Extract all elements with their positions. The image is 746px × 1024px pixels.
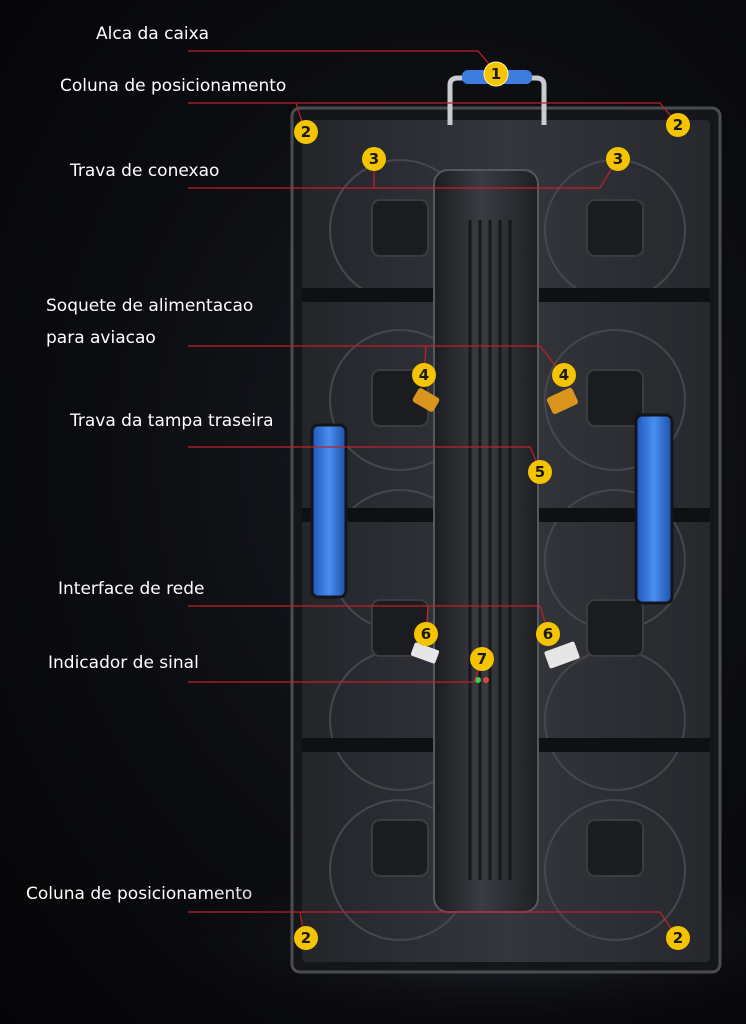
label-connection-lock: Trava de conexao bbox=[70, 161, 220, 181]
signal-led-green bbox=[475, 677, 481, 683]
badge-3-right: 3 bbox=[606, 147, 630, 171]
svg-text:3: 3 bbox=[613, 150, 623, 168]
svg-text:2: 2 bbox=[301, 123, 311, 141]
badge-2-top-right: 2 bbox=[666, 113, 690, 137]
badge-6-right: 6 bbox=[536, 622, 560, 646]
label-positioning-top: Coluna de posicionamento bbox=[60, 76, 287, 96]
network-port-right bbox=[544, 641, 580, 669]
badge-7: 7 bbox=[470, 647, 494, 671]
label-network-interface: Interface de rede bbox=[58, 579, 205, 599]
svg-text:1: 1 bbox=[491, 65, 501, 83]
label-signal-indicator: Indicador de sinal bbox=[48, 653, 199, 673]
svg-text:7: 7 bbox=[477, 650, 487, 668]
badge-2-bottom-right: 2 bbox=[666, 926, 690, 950]
signal-led-red bbox=[483, 677, 489, 683]
side-handle-right bbox=[634, 413, 674, 605]
badge-4-right: 4 bbox=[552, 363, 576, 387]
module-blocks bbox=[371, 199, 644, 877]
control-box bbox=[433, 169, 539, 913]
network-port-left bbox=[410, 642, 440, 664]
led-cabinet bbox=[290, 70, 722, 974]
svg-text:6: 6 bbox=[543, 625, 553, 643]
badge-5: 5 bbox=[528, 460, 552, 484]
svg-text:2: 2 bbox=[673, 929, 683, 947]
label-power-socket-line2: para aviacao bbox=[46, 328, 156, 349]
label-handle: Alca da caixa bbox=[96, 24, 210, 44]
badge-2-bottom-left: 2 bbox=[294, 926, 318, 950]
badge-3-left: 3 bbox=[362, 147, 386, 171]
power-socket-left bbox=[412, 388, 440, 412]
svg-text:2: 2 bbox=[301, 929, 311, 947]
label-power-socket: Soquete de alimentacao para aviacao bbox=[46, 290, 253, 355]
badge-6-left: 6 bbox=[414, 622, 438, 646]
svg-text:2: 2 bbox=[673, 116, 683, 134]
label-back-cover-lock: Trava da tampa traseira bbox=[70, 411, 274, 431]
label-power-socket-line1: Soquete de alimentacao bbox=[46, 296, 254, 316]
badge-4-left: 4 bbox=[412, 363, 436, 387]
side-handle-left bbox=[310, 423, 348, 599]
power-socket-right bbox=[546, 387, 578, 414]
badge-2-top-left: 2 bbox=[294, 120, 318, 144]
svg-text:3: 3 bbox=[369, 150, 379, 168]
control-box-fins bbox=[468, 220, 512, 880]
svg-text:6: 6 bbox=[421, 625, 431, 643]
badge-1: 1 bbox=[483, 61, 509, 87]
svg-text:4: 4 bbox=[419, 366, 429, 384]
svg-text:4: 4 bbox=[559, 366, 569, 384]
svg-text:5: 5 bbox=[535, 463, 545, 481]
